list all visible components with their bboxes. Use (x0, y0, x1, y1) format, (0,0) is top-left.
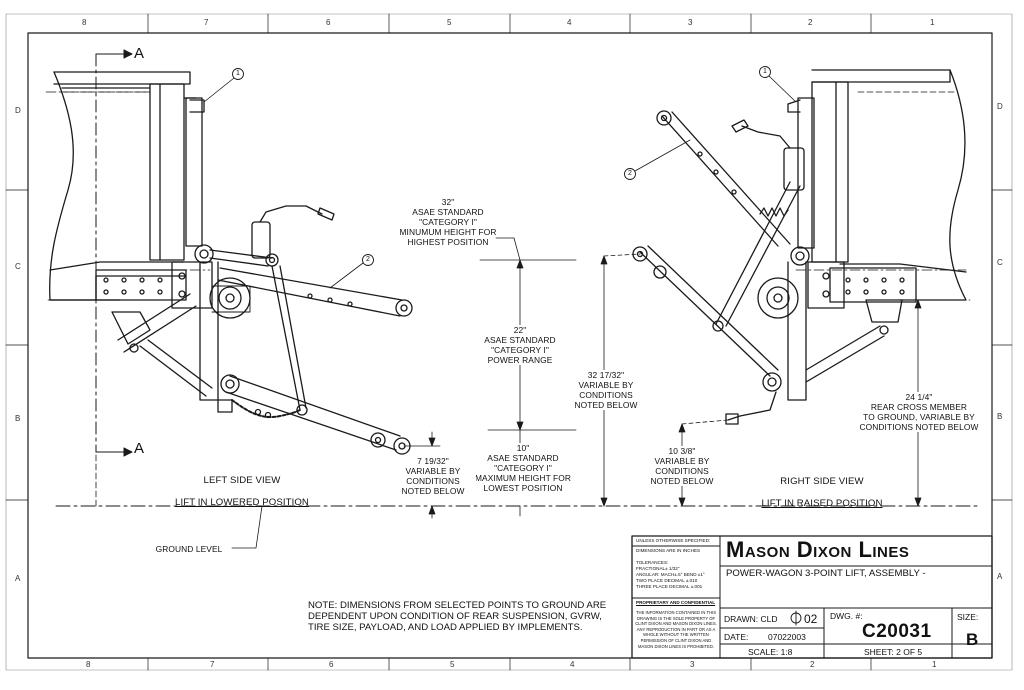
tb-dims: DIMENSIONS ARE IN INCHES (636, 548, 701, 553)
dim-right-total: 32 17/32" VARIABLE BY CONDITIONS NOTED B… (560, 370, 652, 410)
zone-row-d-right: D (997, 102, 1003, 111)
zone-col-4-bottom: 4 (570, 660, 575, 669)
balloon-left-2-label: 2 (366, 256, 370, 263)
date-label: DATE: (724, 632, 749, 642)
ground-level-label: GROUND LEVEL (155, 544, 223, 554)
outer-border (5, 13, 1013, 671)
sheet-size: B (966, 630, 979, 649)
dim-left-variable: 7 19/32" VARIABLE BY CONDITIONS NOTED BE… (390, 456, 476, 496)
zone-col-7-bottom: 7 (210, 660, 215, 669)
right-view-line1: RIGHT SIDE VIEW (780, 476, 864, 487)
dim-lowest-position: 10" ASAE STANDARD "CATEGORY I" MAXIMUM H… (468, 443, 578, 493)
zone-row-d: D (15, 106, 21, 115)
left-view-line2: LIFT IN LOWERED POSITION (175, 497, 309, 508)
zone-col-2: 2 (808, 18, 813, 27)
balloon-left-1-label: 1 (236, 70, 240, 77)
zone-col-5: 5 (447, 18, 452, 27)
section-line-a-a (95, 49, 133, 457)
zone-col-6-bottom: 6 (329, 660, 334, 669)
tb-unless: UNLESS OTHERWISE SPECIFIED: (636, 538, 711, 543)
balloon-right-2 (624, 168, 636, 180)
sheet-number: SHEET: 2 OF 5 (864, 647, 923, 657)
zone-row-b: B (15, 414, 21, 423)
zone-row-c-right: C (997, 258, 1003, 267)
drawing-title: POWER-WAGON 3-POINT LIFT, ASSEMBLY - (726, 568, 926, 579)
dimension-note: NOTE: DIMENSIONS FROM SELECTED POINTS TO… (308, 600, 607, 633)
zone-row-a-right: A (997, 572, 1003, 581)
left-view-line1: LEFT SIDE VIEW (203, 475, 281, 486)
balloon-left-1 (232, 68, 244, 80)
size-label: SIZE: (957, 612, 979, 622)
zone-ticks (5, 13, 1013, 671)
zone-col-3-bottom: 3 (690, 660, 695, 669)
centerlines (45, 91, 971, 301)
zone-col-1: 1 (930, 18, 935, 27)
zone-col-3: 3 (688, 18, 693, 27)
dim-highest-position: 32" ASAE STANDARD "CATEGORY I" MINUMUM H… (399, 197, 497, 247)
section-label-bottom: A (134, 440, 145, 457)
zone-col-8: 8 (82, 18, 87, 27)
balloon-right-2-label: 2 (628, 170, 632, 177)
left-side-view (49, 68, 413, 455)
balloon-right-1 (759, 66, 771, 78)
balloon-right-1-label: 1 (763, 68, 767, 75)
dim-rear-cross-member: 24 1/4" REAR CROSS MEMBER TO GROUND, VAR… (852, 392, 986, 432)
zone-row-a: A (15, 574, 21, 583)
title-block-lines (631, 535, 993, 659)
tb-proprietary: PROPRIETARY AND CONFIDENTIAL (636, 600, 716, 605)
zone-col-6: 6 (326, 18, 331, 27)
right-side-view (624, 66, 967, 425)
zone-col-1-bottom: 1 (932, 660, 937, 669)
zone-col-7: 7 (204, 18, 209, 27)
zone-col-2-bottom: 2 (810, 660, 815, 669)
right-view-line2: LIFT IN RAISED POSITION (761, 498, 883, 509)
dwg-label: DWG. #: (830, 611, 863, 621)
zone-col-8-bottom: 8 (86, 660, 91, 669)
tb-disclaimer: THE INFORMATION CONTAINED IN THIS DRAWIN… (635, 610, 717, 649)
dim-right-lower: 10 3/8" VARIABLE BY CONDITIONS NOTED BEL… (638, 446, 726, 486)
zone-col-4: 4 (567, 18, 572, 27)
drawn-by: DRAWN: CLD (724, 614, 778, 624)
company-name: Mason Dixon Lines (726, 537, 910, 562)
date-value: 07022003 (768, 632, 806, 642)
tb-tolerances: TOLERANCES: FRACTIONAL± 1/32" ANGULAR: M… (636, 560, 705, 589)
scale: SCALE: 1:8 (748, 647, 793, 657)
zone-row-b-right: B (997, 412, 1003, 421)
balloon-left-2 (362, 254, 374, 266)
drawing-number: C20031 (862, 621, 932, 642)
zone-col-5-bottom: 5 (450, 660, 455, 669)
right-view-title: RIGHT SIDE VIEW LIFT IN RAISED POSITION (740, 465, 904, 520)
revision-number: 02 (804, 612, 818, 626)
left-view-title: LEFT SIDE VIEW LIFT IN LOWERED POSITION (150, 464, 334, 519)
dim-power-range: 22" ASAE STANDARD "CATEGORY I" POWER RAN… (474, 325, 566, 365)
section-label-top: A (134, 45, 145, 62)
zone-row-c: C (15, 262, 21, 271)
